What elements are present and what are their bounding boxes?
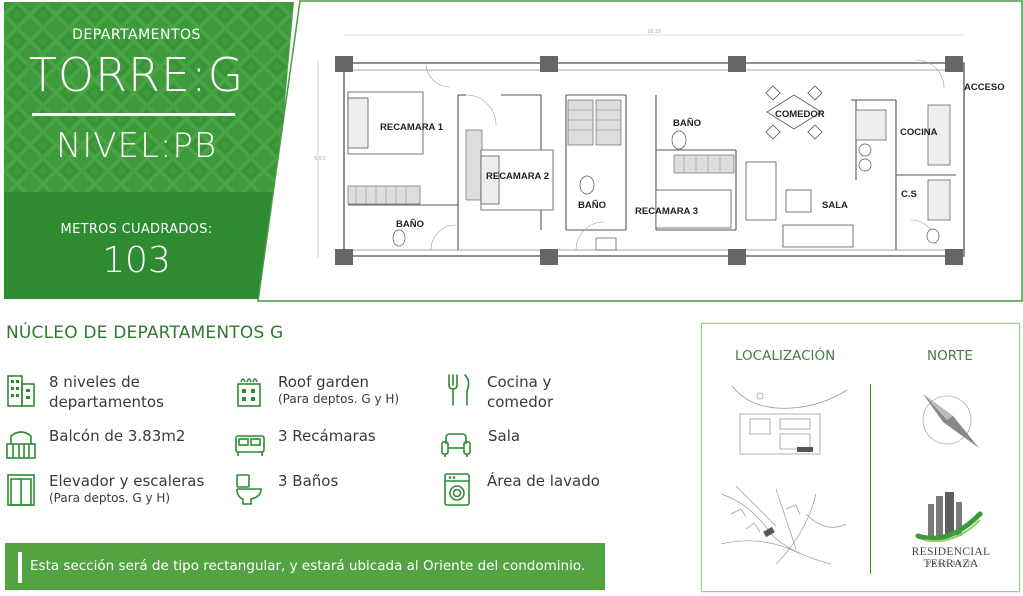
feature-bathrooms-line1: 3 Baños [278,472,339,490]
feature-living: Sala [438,426,520,462]
north-title: NORTE [927,348,973,364]
logo-name: RESIDENCIAL TERRAZA [911,546,991,570]
location-title: LOCALIZACIÓN [735,348,836,364]
header-panel: DEPARTAMENTOS TORRE:G NIVEL:PB METROS CU… [4,2,294,299]
feature-laundry: Área de lavado [443,471,600,507]
site-map [731,385,848,455]
washing-machine-icon [444,473,470,506]
feature-bedrooms: 3 Recámaras [234,426,376,462]
feature-elevator-sub: (Para deptos. G y H) [49,491,171,505]
tower-title: TORRE:G [28,48,245,102]
feature-kitchen: Cocina y comedor [443,372,553,412]
fork-knife-icon [448,374,470,406]
balcony-icon [6,431,36,459]
location-panel: LOCALIZACIÓN NORTE RESIDENCIAL TERRAZA P… [701,323,1020,592]
feature-balcony-line1: Balcón de 3.83m2 [49,427,186,445]
elevator-icon [7,474,35,506]
feature-elevator: Elevador y escaleras(Para deptos. G y H) [5,471,204,507]
room-acceso: ACCESO [964,82,1005,93]
bed-icon [235,435,265,456]
title-divider [32,113,235,116]
level-title: NIVEL:PB [55,126,218,166]
eyebrow-label: DEPARTAMENTOS [72,27,201,43]
note-banner: Esta sección será de tipo rectangular, y… [5,543,605,590]
dining-table [765,85,823,140]
structural-columns [335,56,963,265]
room-bano-2: BAÑO [578,200,606,211]
room-bano-3: BAÑO [673,118,701,129]
feature-levels-line1: 8 niveles de [49,373,140,391]
room-bano-1: BAÑO [396,219,424,230]
section-title: NÚCLEO DE DEPARTAMENTOS G [6,323,284,343]
room-recamara-2: RECAMARA 2 [486,171,549,182]
area-label: METROS CUADRADOS: [60,222,213,237]
area-value: 103 [102,240,171,281]
feature-roof-garden-line1: Roof garden [278,373,370,391]
feature-levels-line2: departamentos [49,393,164,411]
feature-kitchen-line2: comedor [487,393,554,411]
feature-living-line1: Sala [488,427,521,445]
floor-plan: 16.35 6.53 [256,0,1023,302]
feature-kitchen-line1: Cocina y [487,373,552,391]
compass-icon [922,394,979,448]
room-cocina: COCINA [900,127,938,138]
note-accent-bar [18,552,22,583]
feature-elevator-line1: Elevador y escaleras [49,472,205,490]
logo-subtitle: PALO SOLO [928,561,974,567]
feature-bedrooms-line1: 3 Recámaras [278,427,376,445]
feature-levels: 8 niveles de departamentos [5,372,164,412]
toilet-icon [236,474,262,505]
roof-garden-icon [237,378,261,407]
room-recamara-3: RECAMARA 3 [635,206,698,217]
panel-divider [870,384,871,574]
height-dimension: 6.53 [314,156,325,162]
room-sala: SALA [822,200,848,211]
sofa-icon [441,433,471,457]
building-icon [7,375,35,407]
area-map [720,485,847,565]
width-dimension: 16.35 [647,29,661,35]
feature-roof-garden-sub: (Para deptos. G y H) [278,392,400,406]
room-recamara-1: RECAMARA 1 [380,122,444,133]
feature-balcony: Balcón de 3.83m2 [5,426,185,462]
tower-g-marker [797,447,813,452]
note-text: Esta sección será de tipo rectangular, y… [30,558,586,574]
room-cs: C.S [901,189,917,200]
residencial-terraza-logo [915,492,983,542]
feature-laundry-line1: Área de lavado [487,472,600,490]
header-background [4,2,294,299]
room-comedor: COMEDOR [775,109,825,120]
feature-roof-garden: Roof garden(Para deptos. G y H) [234,372,399,408]
feature-bathrooms: 3 Baños [234,471,338,507]
